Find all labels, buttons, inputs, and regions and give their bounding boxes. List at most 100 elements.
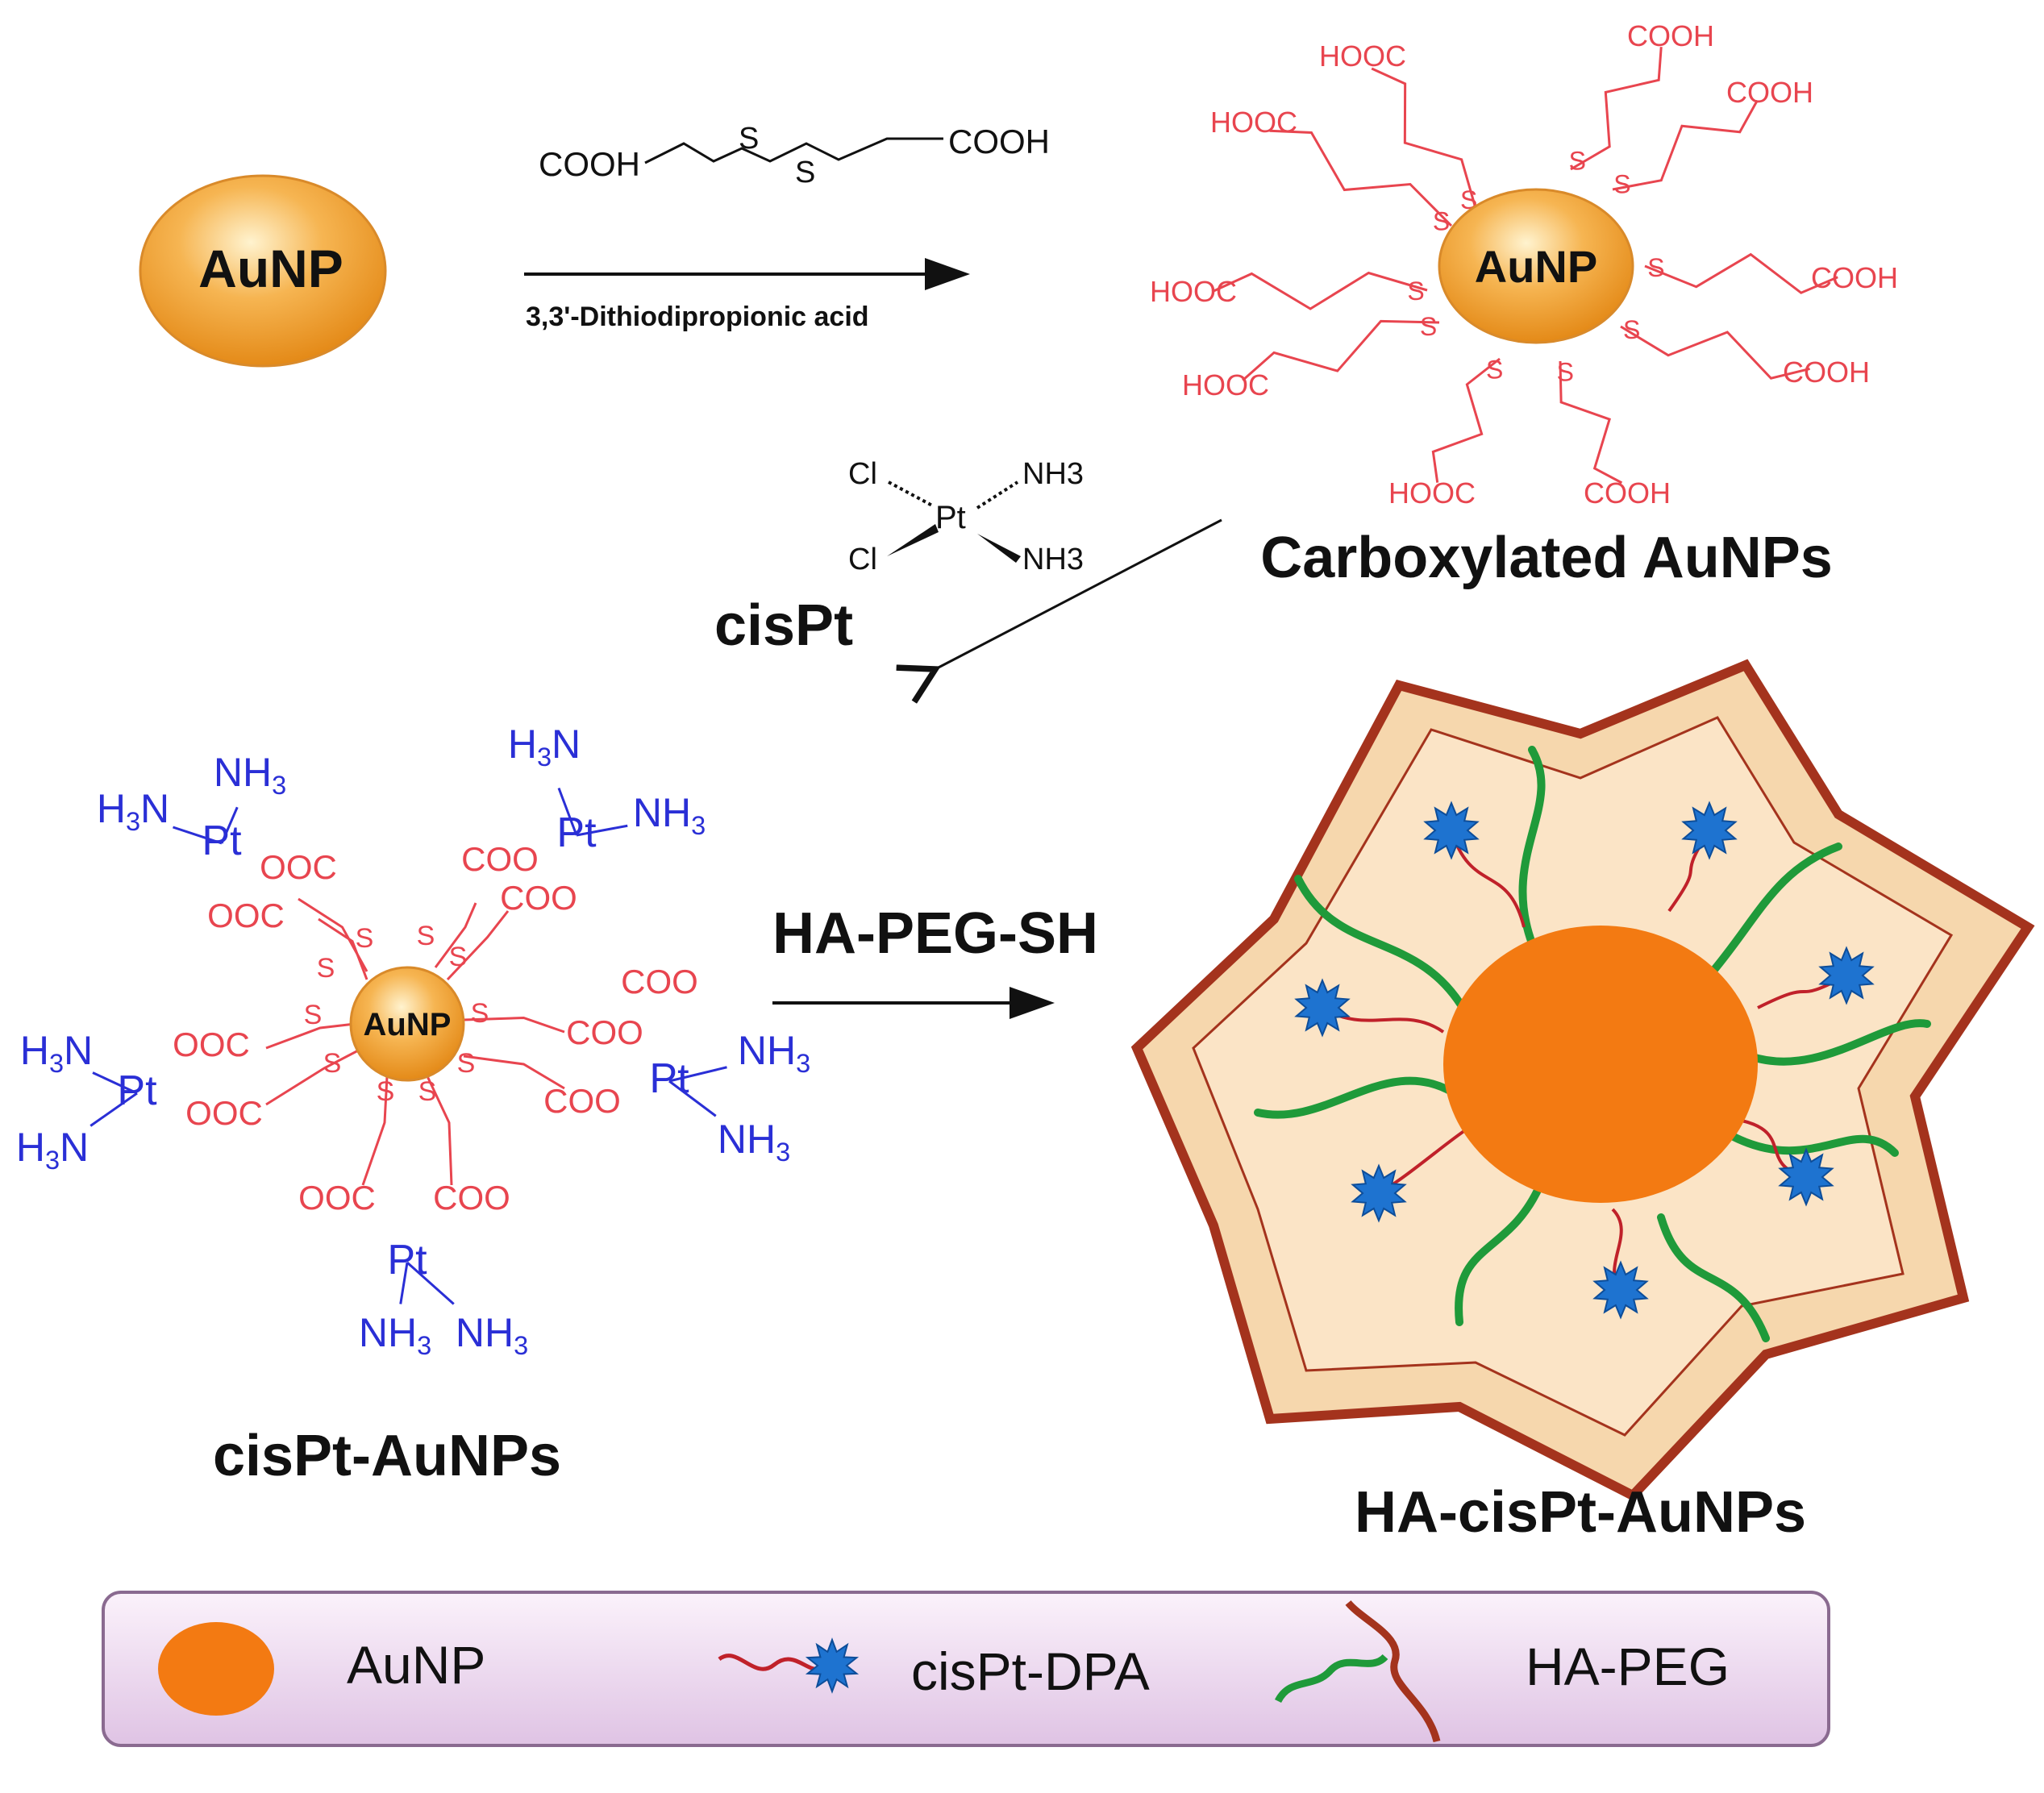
cispt-drug-star xyxy=(1681,801,1738,860)
carboxyl-end-group: COOH xyxy=(1584,476,1671,510)
peg-chain xyxy=(1746,1019,1931,1066)
cispt-drug-star xyxy=(1818,946,1875,1005)
sulfur-atom: S xyxy=(449,942,468,972)
carboxylated-core xyxy=(1438,188,1634,344)
carboxylate-linker xyxy=(265,1046,364,1106)
dithiodipropionic-acid: COOH S S COOH xyxy=(539,122,1050,189)
cispt-dpa-linker xyxy=(1450,830,1526,928)
dtdpa-sulfur-2: S xyxy=(795,156,815,189)
cispt-drug-star xyxy=(1423,801,1480,860)
cisplatin-cl-top: Cl xyxy=(848,457,877,491)
peg-chain xyxy=(1455,1181,1544,1326)
carboxyl-arm xyxy=(1620,325,1810,380)
ha-cispt-aunp xyxy=(1130,659,2035,1502)
cisplatin-bond-2 xyxy=(887,524,939,556)
ammine-ligand: NH3 xyxy=(633,790,706,840)
step2-arrow xyxy=(935,518,1222,669)
carboxyl-arm xyxy=(1612,99,1759,191)
cispt-core xyxy=(349,966,465,1082)
peg-chain-icon xyxy=(1274,1600,1441,1743)
cisplatin-structure: Cl Cl Pt NH3 NH3 cisPt xyxy=(714,457,1084,658)
ammine-ligand: H3N xyxy=(508,722,581,772)
carboxylate-linker xyxy=(463,1016,565,1034)
dtdpa-bonds xyxy=(644,137,943,164)
carboxylate-linker xyxy=(318,917,368,980)
ammine-ligand: H3N xyxy=(20,1028,93,1078)
ammine-ligand: NH3 xyxy=(718,1117,790,1167)
carboxyl-arm xyxy=(1371,67,1477,209)
legend-label-aunp: AuNP xyxy=(347,1635,485,1695)
sulfur-atom: S xyxy=(1613,170,1630,199)
sulfur-atom: S xyxy=(1407,277,1424,306)
carboxylate-group: COO xyxy=(500,879,577,917)
cispt-drug-star xyxy=(1294,978,1351,1038)
carboxylated-title: Carboxylated AuNPs xyxy=(1260,526,1833,590)
cisplatin-name: cisPt xyxy=(714,593,853,658)
bare-aunp-label: AuNP xyxy=(198,239,343,298)
sulfur-atom: S xyxy=(418,1076,437,1107)
carboxyl-end-group: HOOC xyxy=(1182,368,1269,401)
carboxylate-linker xyxy=(426,1075,453,1186)
sulfur-atom: S xyxy=(1569,147,1586,176)
carboxyl-end-group: COOH xyxy=(1726,76,1813,109)
sulfur-atom: S xyxy=(417,921,435,951)
pt-ammine-bond xyxy=(399,1262,409,1304)
pt-ammine-bond xyxy=(90,1092,138,1127)
sulfur-atom: S xyxy=(1486,356,1503,385)
carboxyl-end-group: COOH xyxy=(1811,261,1898,294)
peg-chain xyxy=(1730,1133,1899,1157)
carboxyl-arm xyxy=(1644,252,1838,294)
pt-ammine-bond xyxy=(576,824,628,837)
pt-ammine-bond xyxy=(557,787,578,836)
sulfur-atom: S xyxy=(1623,315,1640,344)
pt-ammine-bond xyxy=(406,1261,455,1305)
pt-ammine-bond xyxy=(173,826,223,845)
ammine-ligand: H3N xyxy=(16,1125,89,1175)
pt-ammine-bond xyxy=(668,1066,727,1083)
cisplatin-bond-3 xyxy=(976,480,1019,510)
carboxylate-group: COO xyxy=(621,963,698,1001)
sulfur-atom: S xyxy=(356,923,374,954)
orange-circle-icon xyxy=(158,1622,274,1716)
carboxylate-linker xyxy=(463,1055,565,1090)
ammine-ligand: NH3 xyxy=(456,1310,528,1360)
cisplatin-cl-bottom: Cl xyxy=(848,543,877,576)
cispt-core-label: AuNP xyxy=(364,1007,452,1042)
legend-box xyxy=(102,1591,1830,1747)
carboxyl-end-group: HOOC xyxy=(1150,275,1237,308)
peg-chain xyxy=(1294,875,1472,1020)
peg-chain xyxy=(1657,1213,1770,1342)
peg-chain xyxy=(1518,746,1546,947)
carboxylate-group: OOC xyxy=(298,1179,376,1217)
dtdpa-cooh-left: COOH xyxy=(539,145,640,183)
final-aunp-core xyxy=(1443,926,1758,1203)
carboxylate-linker xyxy=(434,902,477,968)
carboxylate-group: OOC xyxy=(185,1094,263,1132)
cisplatin-pt: Pt xyxy=(935,500,966,535)
carboxylate-group: COO xyxy=(433,1179,510,1217)
carboxyl-arm xyxy=(1269,129,1453,227)
sulfur-atom: S xyxy=(304,1000,323,1030)
carboxyl-end-group: COOH xyxy=(1783,356,1870,389)
cisplatin-bond-1 xyxy=(888,480,935,508)
carboxylate-group: OOC xyxy=(173,1025,250,1063)
platinum-atom: Pt xyxy=(117,1067,157,1114)
ammine-ligand: NH3 xyxy=(738,1028,810,1078)
cispt-aunps-title: cisPt-AuNPs xyxy=(213,1424,561,1488)
ha-peg-sh-label: HA-PEG-SH xyxy=(772,901,1098,966)
sulfur-atom: S xyxy=(1420,312,1437,341)
cispt-drug-star xyxy=(1351,1163,1407,1223)
carboxylate-linker xyxy=(361,1075,389,1186)
carboxyl-end-group: COOH xyxy=(1627,19,1714,52)
cisplatin-bond-4 xyxy=(977,534,1021,563)
pt-ammine-bond xyxy=(668,1080,717,1117)
carboxylate-group: OOC xyxy=(260,848,337,886)
carboxyl-arm xyxy=(1559,360,1623,485)
carboxylate-linker xyxy=(446,910,510,981)
cispt-drug-star xyxy=(1778,1147,1834,1207)
carboxylate-group: COO xyxy=(543,1082,621,1120)
final-title: HA-cisPt-AuNPs xyxy=(1355,1480,1806,1545)
